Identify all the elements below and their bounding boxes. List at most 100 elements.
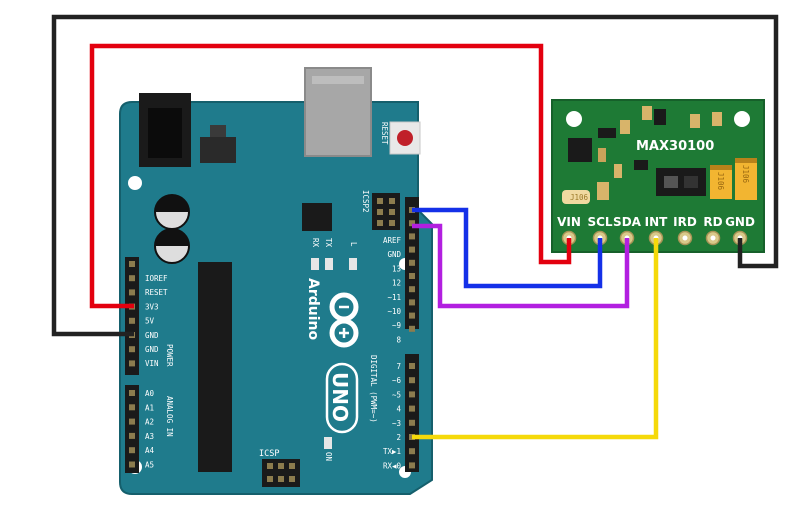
- arduino-digital_lower-label: 4: [396, 405, 401, 414]
- analog-header: [125, 385, 139, 473]
- arduino-digital_upper-label: AREF: [383, 236, 402, 245]
- wire-3v3-to-vin[interactable]: [89, 43, 572, 309]
- arduino-digital_upper-label: ~11: [387, 293, 401, 302]
- digital-lower-pin[interactable]: [409, 363, 415, 369]
- arduino-digital_upper-label: ~10: [387, 307, 401, 316]
- arduino-digital_lower-label: 7: [396, 362, 401, 371]
- l-led: [349, 258, 357, 270]
- l-label: L: [349, 242, 358, 247]
- arduino-digital_lower-label: 2: [396, 433, 401, 442]
- analog-pin[interactable]: [129, 461, 135, 468]
- arduino-digital_upper-label: GND: [387, 250, 401, 259]
- arduino-analog_pins-label: A2: [145, 418, 154, 427]
- digital-upper-pin[interactable]: [409, 259, 415, 266]
- power-pin[interactable]: [129, 275, 135, 282]
- power-pin[interactable]: [129, 289, 135, 296]
- reset-label: RESET: [380, 122, 389, 145]
- digital-upper-pin[interactable]: [409, 286, 415, 293]
- digital-upper-pin[interactable]: [409, 312, 415, 319]
- power-pin[interactable]: [129, 346, 135, 353]
- sensor-pin-label-gnd: GND: [725, 215, 755, 229]
- arduino-analog_pins-label: A3: [145, 432, 154, 441]
- arduino-power_pins-label: GND: [145, 345, 159, 354]
- regulator-chip: [568, 138, 592, 162]
- analog-pin[interactable]: [129, 404, 135, 411]
- arduino-power_pins-label: VIN: [145, 359, 159, 368]
- digital-upper-pin[interactable]: [409, 325, 415, 332]
- tx-label: TX: [324, 238, 333, 248]
- sensor-pin-label-scl: SCL: [587, 215, 612, 229]
- arduino-power_pins-label: RESET: [145, 288, 168, 297]
- svg-text:J106: J106: [741, 165, 750, 184]
- digital-upper-pin[interactable]: [409, 220, 415, 227]
- digital-lower-pin[interactable]: [409, 462, 415, 469]
- on-label: ON: [324, 452, 333, 461]
- tx-led: [325, 258, 333, 270]
- voltage-regulator: [200, 137, 236, 163]
- arduino-power_pins-label: 5V: [145, 317, 155, 326]
- crystal: [562, 190, 590, 204]
- digital-lower-pin[interactable]: [409, 377, 415, 384]
- atmega-chip: [198, 262, 232, 472]
- digital-upper-pin[interactable]: [409, 233, 415, 240]
- wire-scl-to-scl[interactable]: [412, 207, 603, 289]
- arduino-digital_lower-label: ~5: [392, 390, 401, 399]
- arduino-digital_lower-label: TX▶1: [383, 447, 401, 456]
- arduino-analog_pins-label: A5: [145, 461, 154, 470]
- analog-pin[interactable]: [129, 418, 135, 425]
- rx-label: RX: [311, 238, 320, 248]
- digital-upper-pin[interactable]: [409, 246, 415, 253]
- arduino-digital_upper-label: 12: [392, 279, 401, 288]
- digital-lower-pin[interactable]: [409, 391, 415, 398]
- digital-upper-pin[interactable]: [409, 273, 415, 279]
- arduino-digital_upper-label: ~9: [392, 321, 401, 330]
- arduino-power_pins-label: 3V3: [145, 302, 159, 311]
- digital-lower-pin[interactable]: [409, 448, 415, 455]
- arduino-infinity-logo: [329, 292, 359, 348]
- arduino-digital_lower-label: ~6: [392, 376, 402, 385]
- arduino-power_pins-label: GND: [145, 331, 159, 340]
- tantalum-capacitor: [735, 158, 757, 200]
- arduino-digital_lower-label: RX◀0: [383, 461, 402, 470]
- arduino-digital_upper-label: 13: [392, 264, 401, 273]
- mounting-hole: [566, 111, 582, 127]
- mounting-hole: [128, 176, 142, 190]
- tantalum-capacitor: [710, 165, 732, 199]
- rx-led: [311, 258, 319, 270]
- wires: [51, 14, 779, 440]
- uno-badge: [325, 362, 359, 434]
- wire-sda-to-sda[interactable]: [412, 223, 630, 309]
- digital-lower-pin[interactable]: [409, 419, 415, 426]
- wire-d2-to-int[interactable]: [412, 238, 659, 440]
- digital-upper-pin[interactable]: [409, 299, 415, 306]
- analog-pin[interactable]: [129, 432, 135, 439]
- power-pin[interactable]: [129, 360, 135, 367]
- usb-interface-chip: [302, 203, 332, 231]
- uno-model-label: UNO: [328, 372, 352, 422]
- power-label: POWER: [165, 344, 174, 367]
- sensor-pin-label-rd: RD: [703, 215, 722, 229]
- sensor-pin-label-vin: VIN: [557, 215, 581, 229]
- arduino-brand: Arduino: [305, 278, 321, 340]
- analog-pin[interactable]: [129, 447, 135, 454]
- chip-label: MAX30100: [636, 139, 714, 154]
- power-pin[interactable]: [129, 261, 135, 267]
- arduino-analog_pins-label: A1: [145, 403, 154, 412]
- on-led: [324, 437, 332, 449]
- svg-text:J106: J106: [716, 172, 725, 191]
- power-pin[interactable]: [129, 317, 135, 324]
- analog-pin[interactable]: [129, 390, 135, 396]
- analog-label: ANALOG IN: [165, 396, 174, 437]
- wire-gnd-to-gnd[interactable]: [51, 14, 779, 337]
- arduino-analog_pins-label: A4: [145, 446, 155, 455]
- icsp2-label: ICSP2: [361, 190, 370, 213]
- digital-header-lower: [405, 354, 419, 472]
- sensor-pin-label-ird: IRD: [673, 215, 697, 229]
- arduino-digital_lower-label: ~3: [392, 419, 401, 428]
- svg-text:J106: J106: [570, 193, 589, 202]
- digital-lower-pin[interactable]: [409, 405, 415, 412]
- arduino-power_pins-label: IOREF: [145, 274, 168, 283]
- power-header: [125, 257, 139, 375]
